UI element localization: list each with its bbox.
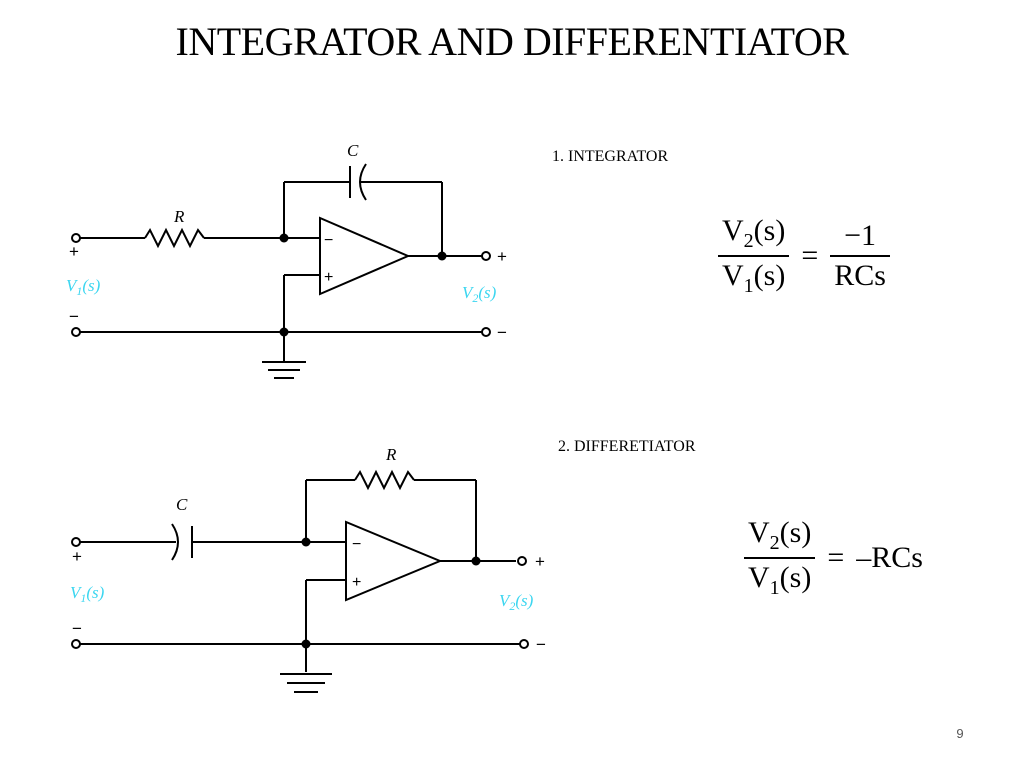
integrator-c-label: C: [347, 141, 359, 160]
integrator-lhs-fraction: V2(s) V1(s): [718, 214, 790, 298]
differentiator-lhs-fraction: V2(s) V1(s): [744, 516, 816, 600]
slide-title: INTEGRATOR AND DIFFERENTIATOR: [175, 19, 849, 64]
integrator-rhs-fraction: −1 RCs: [830, 219, 890, 293]
differentiator-v2-label: V2(s): [499, 591, 534, 613]
integrator-equation: V2(s) V1(s) = −1 RCs: [718, 214, 890, 298]
differentiator-out-plus: +: [535, 552, 545, 571]
differentiator-equation: V2(s) V1(s) = –RCs: [744, 516, 923, 600]
integrator-opamp-minus: −: [324, 232, 333, 249]
integrator-equals: =: [801, 239, 819, 272]
differentiator-r-label: R: [385, 445, 397, 464]
integrator-out-plus: +: [497, 247, 507, 266]
differentiator-in-plus: +: [72, 547, 82, 566]
differentiator-rhs: –RCs: [856, 541, 923, 574]
differentiator-heading: 2. DIFFERETIATOR: [558, 438, 696, 455]
integrator-r-label: R: [173, 207, 185, 226]
integrator-in-minus: −: [69, 307, 79, 326]
integrator-opamp-plus: +: [324, 269, 333, 286]
differentiator-out-minus: −: [536, 635, 546, 654]
differentiator-c-label: C: [176, 495, 188, 514]
differentiator-equals: =: [827, 541, 845, 574]
differentiator-opamp-plus: +: [352, 574, 361, 591]
page-number: 9: [956, 726, 964, 741]
integrator-out-minus: −: [497, 323, 507, 342]
integrator-v2-label: V2(s): [462, 283, 497, 305]
integrator-in-plus: +: [69, 242, 79, 261]
integrator-v1-label: V1(s): [66, 276, 101, 298]
integrator-heading: 1. INTEGRATOR: [552, 148, 669, 165]
differentiator-in-minus: −: [72, 619, 82, 638]
differentiator-v1-label: V1(s): [70, 583, 105, 605]
differentiator-opamp-minus: −: [352, 536, 361, 553]
